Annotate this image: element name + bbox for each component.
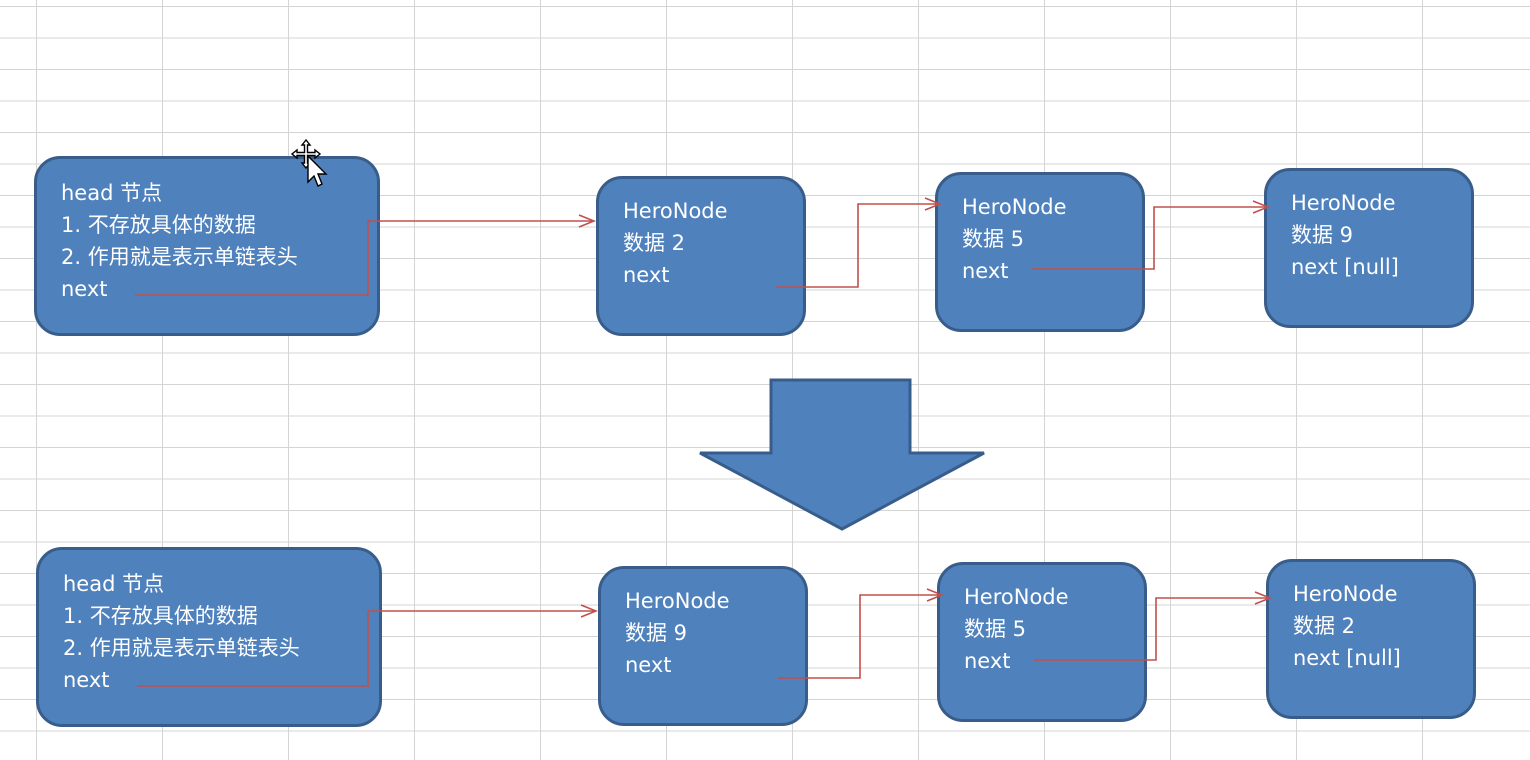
after-hero-node-1: HeroNode 数据 9 next: [598, 566, 808, 726]
before-hero-node-1: HeroNode 数据 2 next: [596, 176, 806, 336]
move-cursor-icon: [290, 138, 328, 187]
head-desc-1: 1. 不存放具体的数据: [61, 213, 256, 237]
node-type: HeroNode: [962, 195, 1067, 219]
node-data: 数据 5: [962, 227, 1025, 251]
head-next-label: next: [63, 668, 110, 692]
link-node-1-to-node-2: [776, 204, 940, 288]
after-hero-node-2: HeroNode 数据 5 next: [937, 562, 1147, 722]
after-head-node: head 节点 1. 不存放具体的数据 2. 作用就是表示单链表头 next: [36, 547, 382, 727]
node-type: HeroNode: [623, 199, 728, 223]
node-next: next: [625, 653, 672, 677]
node-type: HeroNode: [1293, 582, 1398, 606]
node-data: 数据 5: [964, 617, 1027, 641]
down-arrow-icon: [699, 378, 985, 531]
before-head-node: head 节点 1. 不存放具体的数据 2. 作用就是表示单链表头 next: [34, 156, 380, 336]
head-desc-2: 2. 作用就是表示单链表头: [63, 636, 300, 660]
node-next: next [null]: [1293, 646, 1401, 670]
node-data: 数据 9: [625, 621, 688, 645]
before-hero-node-3: HeroNode 数据 9 next [null]: [1264, 168, 1474, 328]
node-type: HeroNode: [964, 585, 1069, 609]
node-data: 数据 2: [623, 231, 686, 255]
after-hero-node-3: HeroNode 数据 2 next [null]: [1266, 559, 1476, 719]
node-data: 数据 2: [1293, 614, 1356, 638]
head-next-label: next: [61, 277, 108, 301]
link-node-1-to-node-2: [778, 595, 942, 679]
link-head-to-node-1: [135, 221, 594, 296]
link-head-to-node-1: [137, 611, 596, 687]
head-title: head 节点: [63, 572, 165, 596]
node-type: HeroNode: [625, 589, 730, 613]
link-node-2-to-node-3: [1034, 598, 1270, 661]
head-desc-2: 2. 作用就是表示单链表头: [61, 245, 298, 269]
node-next: next: [962, 259, 1009, 283]
node-next: next: [623, 263, 670, 287]
node-next: next [null]: [1291, 255, 1399, 279]
link-node-2-to-node-3: [1032, 207, 1268, 270]
node-type: HeroNode: [1291, 191, 1396, 215]
node-next: next: [964, 649, 1011, 673]
head-title: head 节点: [61, 181, 163, 205]
head-desc-1: 1. 不存放具体的数据: [63, 604, 258, 628]
before-hero-node-2: HeroNode 数据 5 next: [935, 172, 1145, 332]
node-data: 数据 9: [1291, 223, 1354, 247]
